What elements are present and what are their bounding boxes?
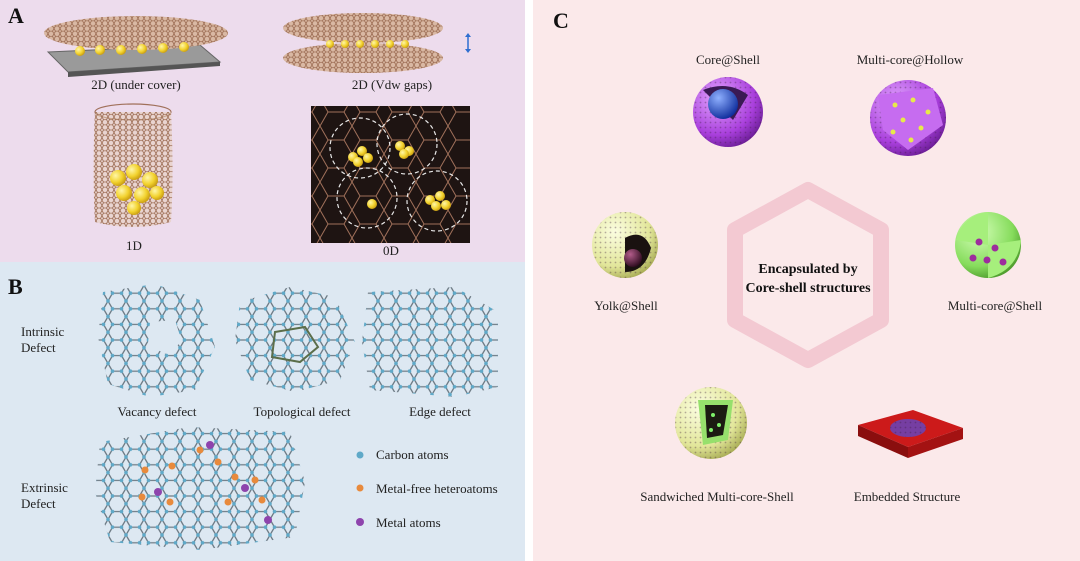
panel-c: C	[533, 0, 1080, 561]
label-embedded: Embedded Structure	[853, 489, 961, 504]
panel-b-graphics	[95, 284, 498, 550]
label-2d-vdw-gaps: 2D (Vdw gaps)	[351, 77, 433, 92]
nanotube-1d	[93, 103, 173, 227]
core-shell-sphere	[693, 77, 763, 147]
multi-core-hollow-sphere	[870, 80, 946, 156]
multi-core-shell-sphere	[955, 212, 1021, 278]
yolk-shell-sphere	[592, 212, 658, 278]
center-title-line1: Encapsulated by	[758, 262, 858, 277]
legend-metal-dot	[356, 518, 364, 526]
label-multi-core-shell: Multi-core@Shell	[947, 298, 1043, 313]
panel-c-letter: C	[553, 8, 569, 33]
intrinsic-defect-label: Intrinsic Defect	[21, 324, 65, 355]
label-core-shell: Core@Shell	[696, 52, 760, 67]
center-title-line2: Core-shell structures	[745, 281, 871, 296]
panel-a: A	[0, 0, 525, 262]
embedded-structure-plate	[858, 410, 963, 458]
label-1d: 1D	[126, 238, 142, 253]
legend-heteroatom-dot	[356, 484, 364, 492]
label-multi-core-hollow: Multi-core@Hollow	[856, 52, 964, 67]
label-vacancy-defect: Vacancy defect	[117, 404, 197, 419]
topological-defect-lattice	[235, 287, 355, 392]
sandwiched-multi-core-shell-sphere	[675, 387, 747, 459]
legend-heteroatom-label: Metal-free heteroatoms	[376, 481, 498, 496]
panel-b-letter: B	[8, 274, 23, 299]
legend-carbon-label: Carbon atoms	[376, 447, 449, 462]
panel-a-letter: A	[8, 3, 24, 28]
center-hexagon	[727, 182, 889, 368]
panel-b: B Intrinsic Defect Extrinsic Defect	[0, 262, 525, 561]
extrinsic-defect-lattice	[95, 427, 305, 550]
label-2d-under-cover: 2D (under cover)	[91, 77, 181, 92]
edge-defect-lattice	[362, 287, 498, 397]
legend-metal-label: Metal atoms	[376, 515, 441, 530]
label-0d: 0D	[383, 243, 399, 258]
label-topological-defect: Topological defect	[253, 404, 351, 419]
center-title: Encapsulated by Core-shell structures	[723, 260, 893, 298]
label-sandwiched: Sandwiched Multi-core-Shell	[640, 489, 794, 504]
label-edge-defect: Edge defect	[409, 404, 471, 419]
graphene-vdw-gaps	[283, 13, 471, 73]
extrinsic-defect-label: Extrinsic Defect	[21, 480, 68, 511]
label-yolk-shell: Yolk@Shell	[594, 298, 658, 313]
graphene-0d	[311, 106, 470, 243]
graphene-under-cover	[44, 16, 228, 77]
vacancy-defect-lattice	[98, 284, 215, 397]
panel-c-graphics	[592, 77, 1021, 459]
panel-a-graphics	[44, 13, 471, 243]
legend-carbon-dot	[356, 451, 364, 459]
